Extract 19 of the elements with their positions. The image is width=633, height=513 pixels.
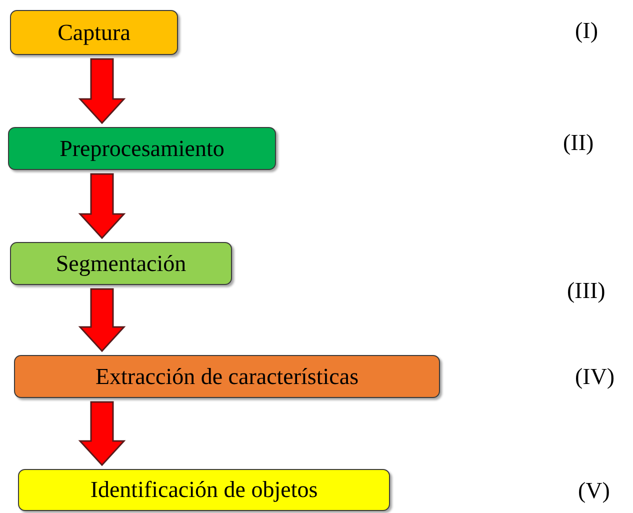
stage-number: (IV) xyxy=(575,364,615,390)
step-label: Captura xyxy=(58,20,130,46)
block-arrow xyxy=(78,58,126,124)
stage-number: (III) xyxy=(567,278,606,304)
process-box xyxy=(18,469,390,511)
stage-number: (II) xyxy=(563,130,594,156)
step-label: Extracción de características xyxy=(95,364,359,390)
stage-number: (V) xyxy=(578,478,610,504)
step-label: Identificación de objetos xyxy=(90,477,318,503)
process-box xyxy=(10,10,178,55)
step-label: Preprocesamiento xyxy=(60,136,224,162)
process-box xyxy=(10,242,232,285)
block-arrow xyxy=(78,288,126,352)
process-box xyxy=(8,127,276,170)
step-label: Segmentación xyxy=(56,250,186,276)
block-arrow xyxy=(78,401,126,466)
stage-number: (I) xyxy=(575,18,598,44)
process-box xyxy=(14,355,440,398)
block-arrow xyxy=(78,173,126,240)
